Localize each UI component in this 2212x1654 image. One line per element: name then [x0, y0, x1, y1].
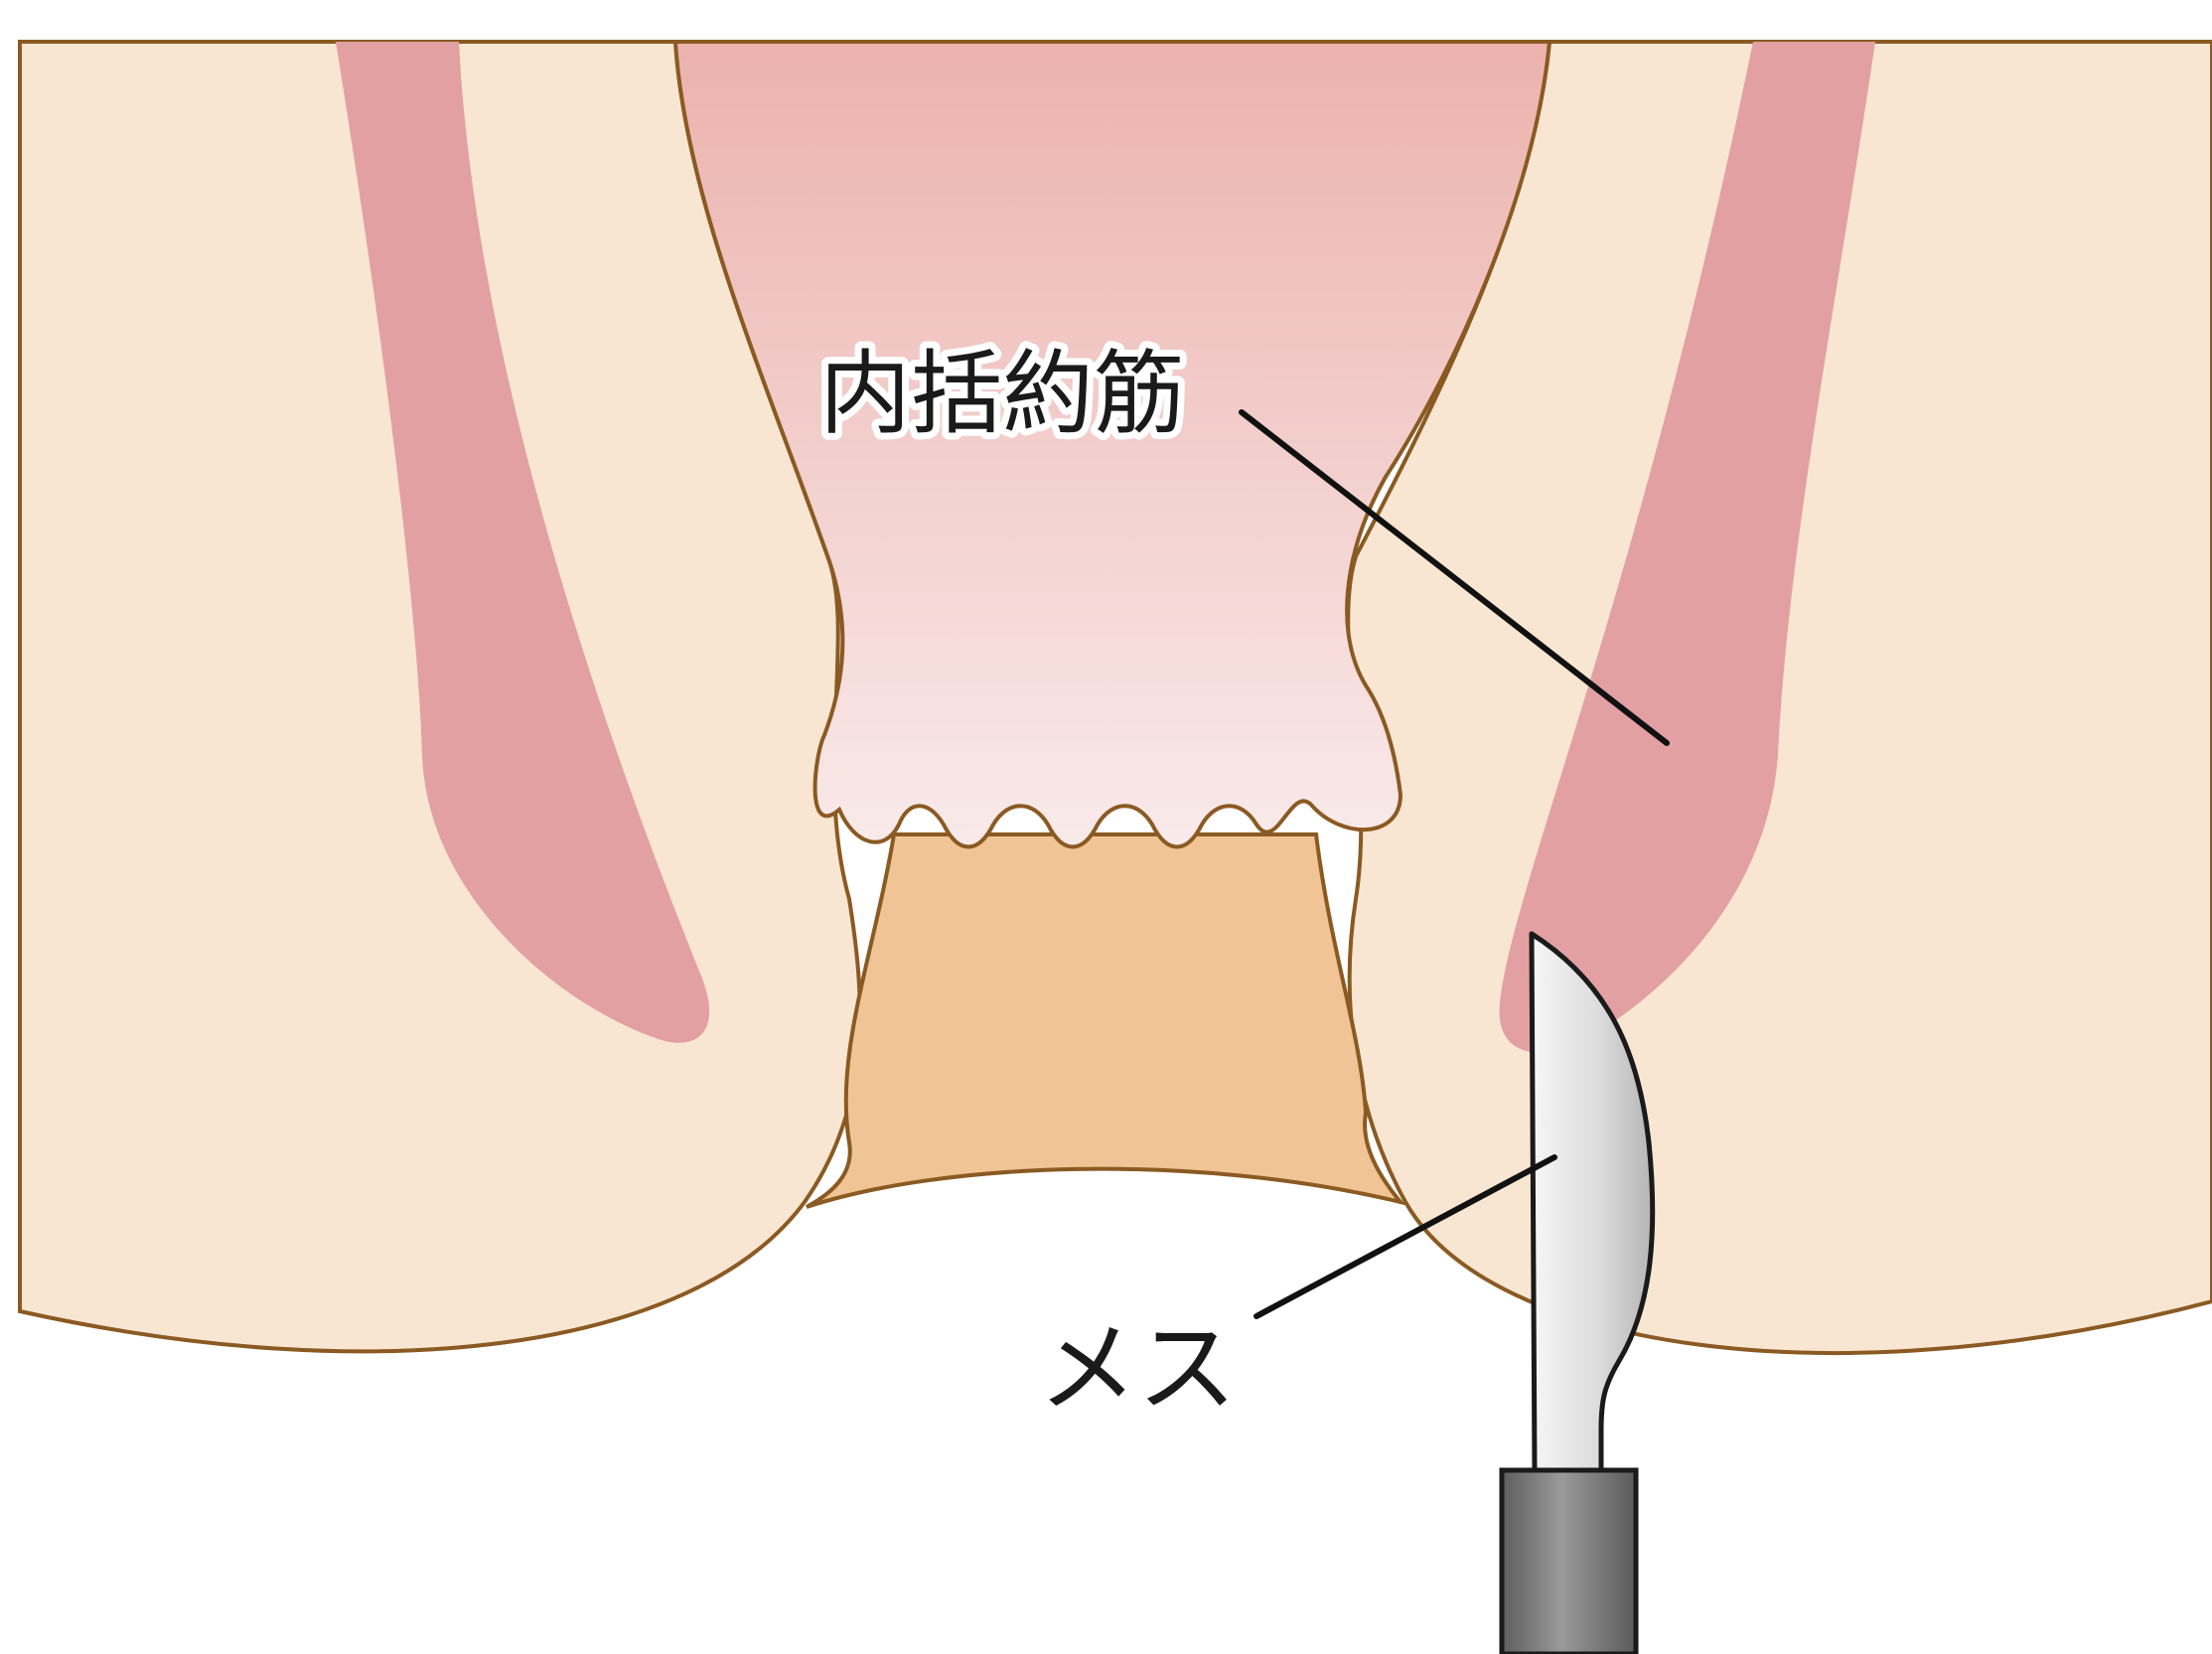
scalpel-label: メス — [1038, 1310, 1237, 1427]
anal-canal — [807, 834, 1401, 1207]
internal-sphincter-label: 内括約筋 — [819, 341, 1185, 447]
scalpel-handle — [1502, 1470, 1636, 1654]
